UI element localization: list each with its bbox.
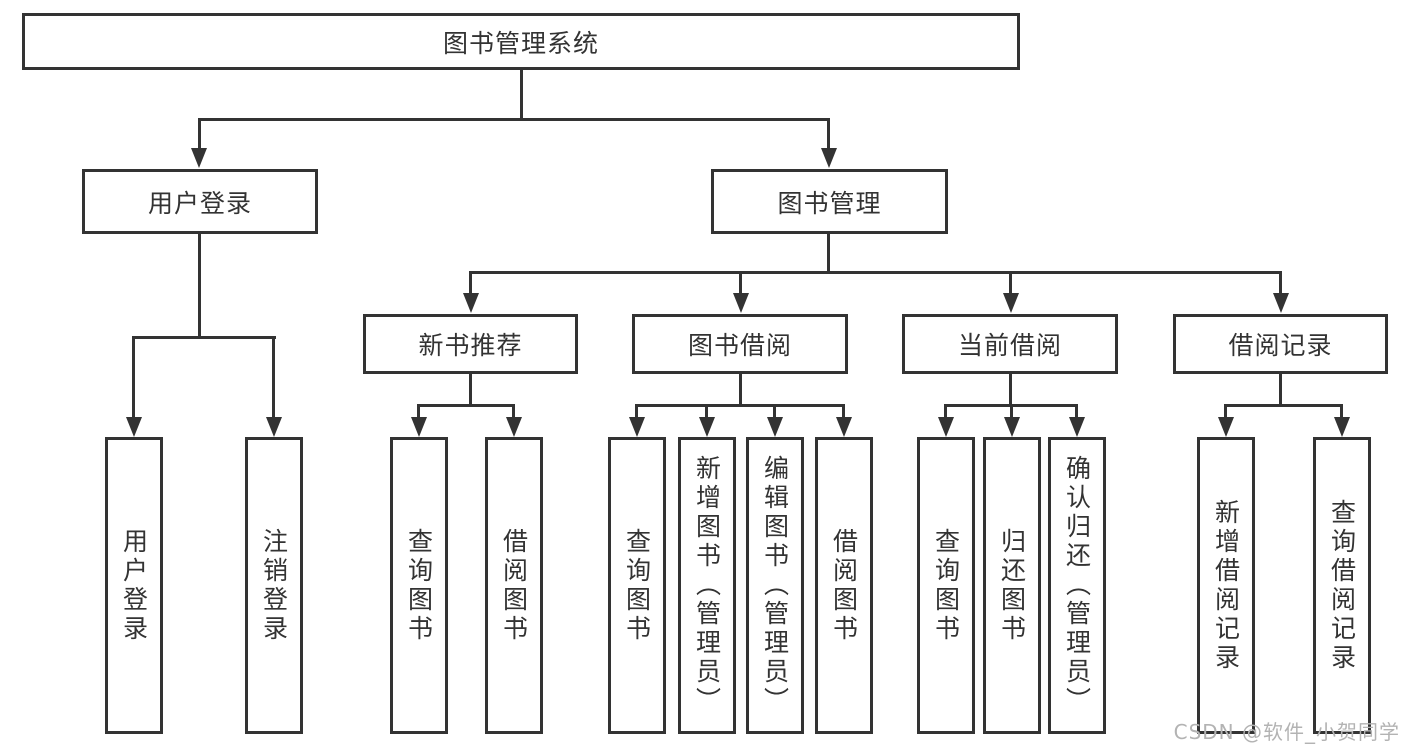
leaf-bb-edit-books-admin-label: 编辑图书（管理员） <box>760 455 790 716</box>
arrow-to-rec-add <box>1218 417 1234 437</box>
connector-stem-bb-add <box>705 404 708 419</box>
leaf-logout-label: 注销登录 <box>259 527 289 644</box>
connector-book-borrow-drop <box>739 373 742 406</box>
arrow-to-records <box>1273 293 1289 313</box>
arrow-to-rec-query <box>1334 417 1350 437</box>
leaf-rec-query-record-label: 查询借阅记录 <box>1327 498 1357 673</box>
arrow-to-bb-borrow <box>836 417 852 437</box>
connector-stem-leaf-login <box>132 336 135 420</box>
arrow-to-cb-query <box>938 417 954 437</box>
arrow-to-new-book <box>463 293 479 313</box>
leaf-nb-query-books: 查询图书 <box>390 437 448 734</box>
connector-stem-bb-query <box>635 404 638 419</box>
connector-stem-bb-edit <box>773 404 776 419</box>
connector-stem-leaf-logout <box>272 336 275 420</box>
connector-stem-nb-borrow <box>512 404 515 419</box>
arrow-to-book-borrow <box>733 293 749 313</box>
leaf-nb-borrow-books-label: 借阅图书 <box>499 527 529 644</box>
node-borrow-records: 借阅记录 <box>1173 314 1388 374</box>
node-book-borrow-label: 图书借阅 <box>687 331 792 360</box>
node-current-borrow: 当前借阅 <box>902 314 1118 374</box>
node-new-book-recommend-label: 新书推荐 <box>418 331 523 360</box>
arrow-to-book-mgmt <box>821 148 837 168</box>
leaf-rec-add-record-label: 新增借阅记录 <box>1211 498 1241 673</box>
arrow-to-leaf-logout <box>266 417 282 437</box>
connector-root-drop <box>520 69 523 121</box>
connector-stem-new-book <box>469 271 472 295</box>
csdn-watermark: CSDN @软件_小贺同学 <box>1173 720 1400 744</box>
node-book-borrow: 图书借阅 <box>632 314 848 374</box>
connector-stem-bb-borrow <box>842 404 845 419</box>
node-library-system: 图书管理系统 <box>22 13 1020 70</box>
arrow-to-bb-add <box>699 417 715 437</box>
connector-user-login-drop <box>198 233 201 339</box>
connector-book-mgmt-drop <box>827 233 830 274</box>
leaf-rec-add-record: 新增借阅记录 <box>1197 437 1255 734</box>
connector-new-book-drop <box>469 373 472 406</box>
connector-stem-nb-query <box>417 404 420 419</box>
leaf-bb-edit-books-admin: 编辑图书（管理员） <box>746 437 804 734</box>
node-current-borrow-label: 当前借阅 <box>957 331 1062 360</box>
node-book-management-label: 图书管理 <box>777 188 882 218</box>
arrow-to-cb-return <box>1004 417 1020 437</box>
leaf-cb-return-books: 归还图书 <box>983 437 1041 734</box>
leaf-bb-query-books: 查询图书 <box>608 437 666 734</box>
connector-stem-rec-add <box>1224 404 1227 419</box>
leaf-bb-add-books-admin-label: 新增图书（管理员） <box>692 455 722 716</box>
leaf-nb-query-books-label: 查询图书 <box>404 527 434 644</box>
arrow-to-nb-query <box>411 417 427 437</box>
leaf-user-login: 用户登录 <box>105 437 163 734</box>
leaf-bb-query-books-label: 查询图书 <box>622 527 652 644</box>
connector-stem-cb-confirm <box>1075 404 1078 419</box>
leaf-cb-query-books-label: 查询图书 <box>931 527 961 644</box>
node-borrow-records-label: 借阅记录 <box>1228 331 1333 360</box>
leaf-bb-add-books-admin: 新增图书（管理员） <box>678 437 736 734</box>
connector-stem-rec-query <box>1340 404 1343 419</box>
connector-user-login-split <box>132 336 276 339</box>
arrow-to-current <box>1003 293 1019 313</box>
leaf-logout: 注销登录 <box>245 437 303 734</box>
connector-stem-user-login <box>198 118 201 151</box>
node-new-book-recommend: 新书推荐 <box>363 314 578 374</box>
arrow-to-nb-borrow <box>506 417 522 437</box>
connector-stem-book-mgmt <box>827 118 830 151</box>
connector-current-drop <box>1009 373 1012 406</box>
leaf-nb-borrow-books: 借阅图书 <box>485 437 543 734</box>
node-user-login: 用户登录 <box>82 169 318 234</box>
leaf-cb-return-books-label: 归还图书 <box>997 527 1027 644</box>
connector-new-book-split <box>417 404 515 407</box>
leaf-bb-borrow-books: 借阅图书 <box>815 437 873 734</box>
arrow-to-bb-edit <box>767 417 783 437</box>
connector-records-drop <box>1279 373 1282 406</box>
connector-stem-book-borrow <box>739 271 742 295</box>
leaf-cb-confirm-return-admin: 确认归还（管理员） <box>1048 437 1106 734</box>
node-book-management: 图书管理 <box>711 169 948 234</box>
connector-records-split <box>1224 404 1343 407</box>
connector-book-mgmt-split <box>469 271 1282 274</box>
connector-stem-cb-return <box>1010 404 1013 419</box>
leaf-bb-borrow-books-label: 借阅图书 <box>829 527 859 644</box>
connector-root-split <box>198 118 830 121</box>
node-library-system-label: 图书管理系统 <box>442 28 599 58</box>
connector-book-borrow-split <box>635 404 845 407</box>
arrow-to-user-login <box>191 148 207 168</box>
leaf-cb-query-books: 查询图书 <box>917 437 975 734</box>
connector-stem-records <box>1279 271 1282 295</box>
arrow-to-bb-query <box>629 417 645 437</box>
leaf-cb-confirm-return-admin-label: 确认归还（管理员） <box>1062 455 1092 716</box>
arrow-to-leaf-login <box>126 417 142 437</box>
connector-stem-cb-query <box>944 404 947 419</box>
connector-stem-current <box>1009 271 1012 295</box>
leaf-rec-query-record: 查询借阅记录 <box>1313 437 1371 734</box>
arrow-to-cb-confirm <box>1069 417 1085 437</box>
node-user-login-label: 用户登录 <box>147 188 252 218</box>
leaf-user-login-label: 用户登录 <box>119 527 149 644</box>
